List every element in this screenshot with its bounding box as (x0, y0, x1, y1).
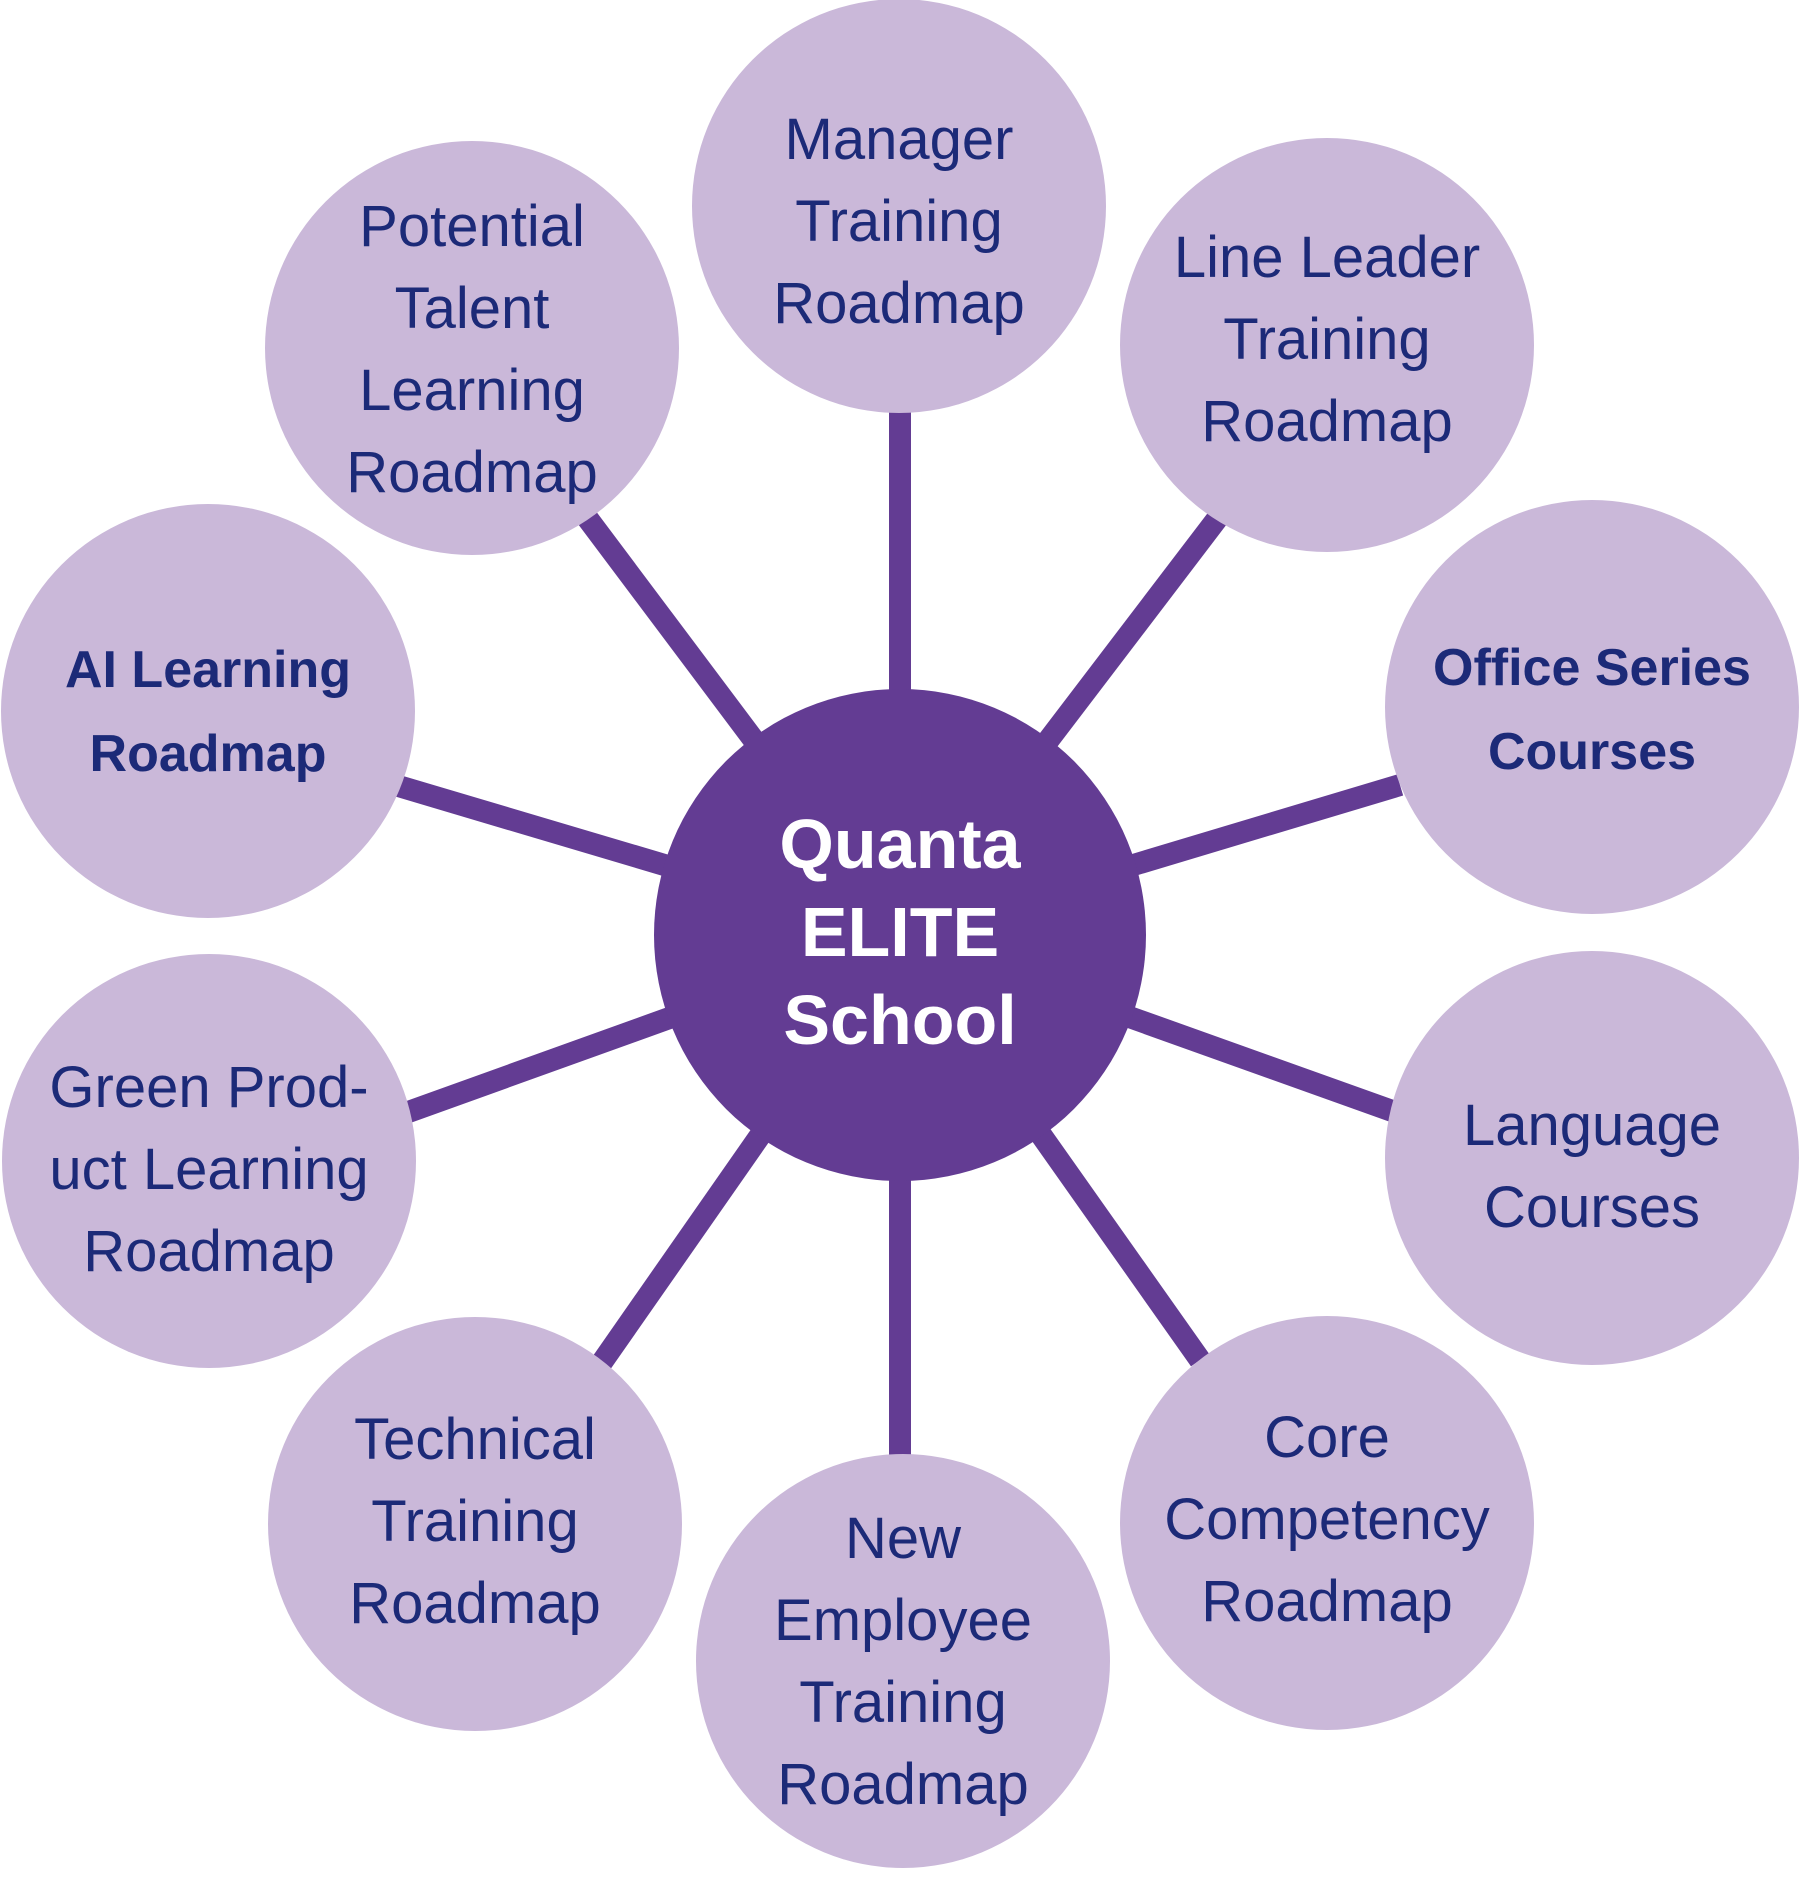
node-circle-office-series (1385, 500, 1799, 914)
node-label-line: Courses (1484, 1175, 1700, 1240)
node-label-line: Roadmap (777, 1752, 1029, 1817)
node-label-line: Core (1264, 1405, 1390, 1470)
hub-circle (654, 689, 1146, 1181)
node-circle-green-product (2, 954, 416, 1368)
node-label-line: Learning (359, 358, 585, 423)
node-circle-manager (692, 0, 1106, 413)
node-label-line: Roadmap (89, 725, 327, 783)
node-label-line: Roadmap (1201, 389, 1453, 454)
node-label-line: Roadmap (773, 271, 1025, 336)
hub-label-line: School (783, 981, 1017, 1059)
node-label-line: Potential (359, 194, 585, 259)
node-circle-potential-talent (265, 141, 679, 555)
node-label-line: Roadmap (1201, 1569, 1453, 1634)
node-circle-core-competency (1120, 1316, 1534, 1730)
node-label-manager: Manager Training Roadmap (773, 99, 1024, 345)
node-circle-ai-learning (1, 504, 415, 918)
node-label-line: Competency (1164, 1487, 1490, 1552)
node-label-language: Language Courses (1463, 1085, 1721, 1249)
node-label-core-competency: Core Competency Roadmap (1164, 1397, 1490, 1643)
hub-label-line: Quanta (779, 805, 1021, 883)
node-label-line: Training (795, 189, 1003, 254)
node-label-line: Courses (1487, 723, 1697, 781)
node-circle-language (1385, 951, 1799, 1365)
node-label-line: Green Prod- (49, 1055, 369, 1120)
node-label-line: New (844, 1506, 962, 1571)
node-label-potential-talent: Potential Talent Learning Roadmap (346, 186, 597, 514)
node-label-office-series: Office Series Courses (1433, 626, 1751, 794)
hub-label-line: ELITE (800, 893, 1000, 971)
node-circle-new-employee (696, 1454, 1110, 1868)
node-label-line: Language (1462, 1093, 1722, 1158)
node-label-line: Technical (354, 1407, 596, 1472)
node-label-line: Training (1223, 307, 1431, 372)
node-label-line: Office Series (1433, 639, 1751, 697)
node-label-line: Roadmap (349, 1571, 601, 1636)
node-label-ai-learning: AI Learning Roadmap (65, 628, 351, 796)
node-label-green-product: Green Prod- uct Learning Roadmap (49, 1047, 368, 1293)
node-label-line: Roadmap (346, 440, 598, 505)
node-label-line: Employee (774, 1588, 1032, 1653)
node-label-line: Manager (784, 107, 1014, 172)
node-label-line: Training (371, 1489, 579, 1554)
node-label-line: Training (799, 1670, 1007, 1735)
node-label-new-employee: New Employee Training Roadmap (774, 1498, 1032, 1826)
node-circle-line-leader (1120, 138, 1534, 552)
node-label-line: Roadmap (83, 1219, 335, 1284)
node-label-line: AI Learning (64, 641, 352, 699)
node-label-line: Line Leader (1173, 225, 1481, 290)
node-label-technical: Technical Training Roadmap (349, 1399, 600, 1645)
node-circle-technical (268, 1317, 682, 1731)
hub-label: Quanta ELITE School (779, 800, 1020, 1064)
node-label-line: Talent (394, 276, 550, 341)
node-label-line: uct Learning (49, 1137, 369, 1202)
node-label-line-leader: Line Leader Training Roadmap (1174, 217, 1480, 463)
